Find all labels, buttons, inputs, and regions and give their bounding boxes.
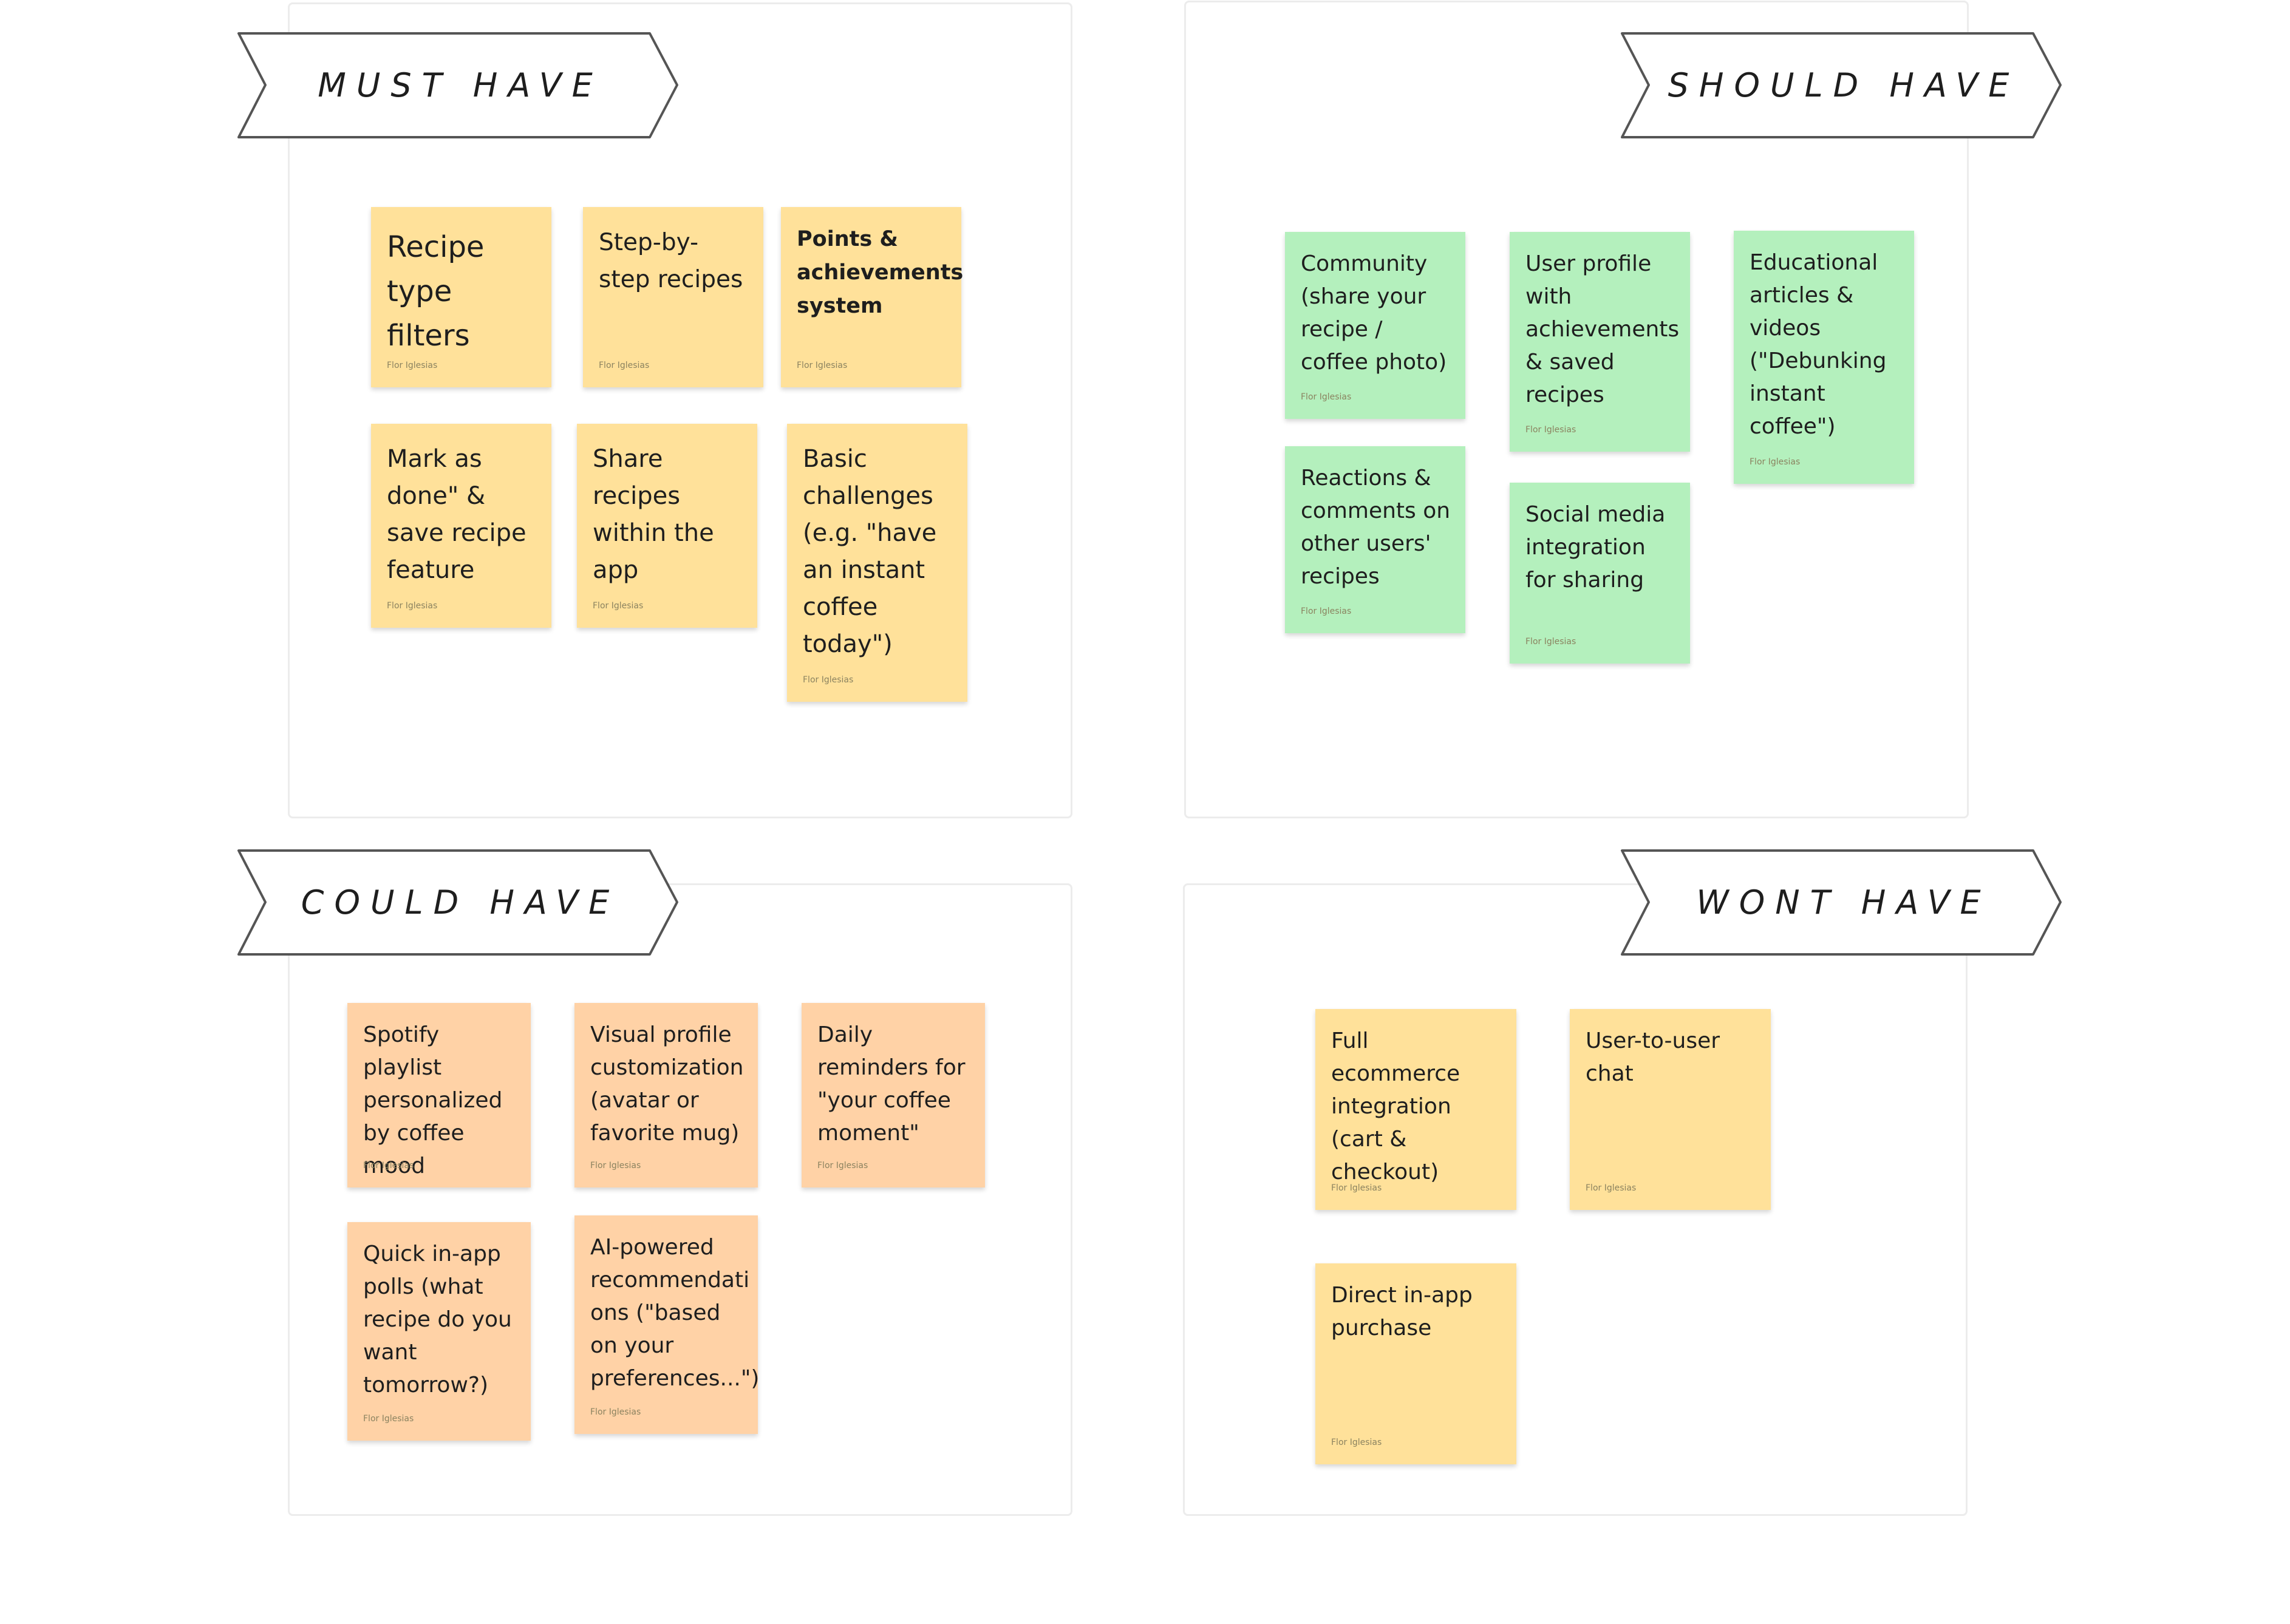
note-text: User-to-user chat [1586,1028,1720,1086]
note-text: Direct in-app purchase [1331,1283,1473,1340]
note-text: Step-by-step recipes [599,229,743,293]
banner-title: COULD HAVE [301,883,620,922]
sticky-note[interactable]: Direct in-app purchase Flor Iglesias [1315,1263,1516,1464]
sticky-note[interactable]: Visual profile customization (avatar or … [574,1003,758,1187]
note-author: Flor Iglesias [593,601,644,611]
sticky-note[interactable]: User profile with achievements & saved r… [1510,232,1690,452]
note-text: Visual profile customization (avatar or … [590,1022,744,1146]
note-text: User profile with achievements & saved r… [1525,251,1680,407]
note-text: Daily reminders for "your coffee moment" [817,1022,966,1146]
note-author: Flor Iglesias [1525,425,1576,435]
sticky-note[interactable]: Spotify playlist personalized by coffee … [347,1003,531,1187]
sticky-note[interactable]: Quick in-app polls (what recipe do you w… [347,1222,531,1441]
banner-title: MUST HAVE [318,66,603,104]
note-text: Recipe type filters [387,230,485,353]
banner-could-have[interactable]: COULD HAVE [237,849,684,956]
sticky-note[interactable]: Daily reminders for "your coffee moment"… [802,1003,985,1187]
note-author: Flor Iglesias [817,1161,868,1170]
note-text: Share recipes within the app [593,445,714,584]
note-author: Flor Iglesias [590,1161,641,1170]
note-text: Quick in-app polls (what recipe do you w… [363,1242,512,1398]
sticky-note[interactable]: Step-by-step recipes Flor Iglesias [583,207,763,387]
banner-arrow-shape [1621,32,2062,138]
note-author: Flor Iglesias [590,1407,641,1417]
note-text: Social media integration for sharing [1525,502,1666,593]
note-text: Full ecommerce integration (cart & check… [1331,1028,1460,1184]
note-text: Points & achievements system [797,227,964,318]
sticky-note[interactable]: Share recipes within the app Flor Iglesi… [577,424,757,628]
sticky-note[interactable]: Social media integration for sharing Flo… [1510,483,1690,664]
note-author: Flor Iglesias [1750,457,1801,467]
sticky-note[interactable]: Mark as done" & save recipe feature Flor… [371,424,551,628]
note-text: Basic challenges (e.g. "have an instant … [803,445,937,658]
note-text: Spotify playlist personalized by coffee … [363,1022,503,1178]
sticky-note[interactable]: Full ecommerce integration (cart & check… [1315,1009,1516,1210]
note-text: AI-powered recommendati ons ("based on y… [590,1235,760,1391]
note-author: Flor Iglesias [1301,392,1352,402]
note-author: Flor Iglesias [599,361,650,370]
banner-should-have[interactable]: SHOULD HAVE [1620,32,2067,139]
sticky-note[interactable]: Educational articles & videos ("Debunkin… [1734,231,1914,484]
banner-arrow-shape [237,849,678,956]
sticky-note[interactable]: AI-powered recommendati ons ("based on y… [574,1215,760,1434]
note-author: Flor Iglesias [1301,606,1352,616]
note-author: Flor Iglesias [387,601,438,611]
banner-wont-have[interactable]: WONT HAVE [1620,849,2067,956]
note-text: Reactions & comments on other users' rec… [1301,466,1451,589]
note-author: Flor Iglesias [363,1414,414,1424]
banner-arrow-shape [237,32,678,138]
sticky-note[interactable]: User-to-user chat Flor Iglesias [1570,1009,1771,1210]
sticky-note[interactable]: Basic challenges (e.g. "have an instant … [787,424,967,702]
banner-title: WONT HAVE [1696,883,1991,922]
banner-title: SHOULD HAVE [1668,66,2020,104]
note-text: Community (share your recipe / coffee ph… [1301,251,1447,375]
sticky-note[interactable]: Community (share your recipe / coffee ph… [1285,232,1465,419]
banner-must-have[interactable]: MUST HAVE [237,32,684,139]
note-author: Flor Iglesias [1331,1438,1382,1447]
note-author: Flor Iglesias [797,361,848,370]
sticky-note[interactable]: Points & achievements system Flor Iglesi… [781,207,964,387]
sticky-note[interactable]: Recipe type filters Flor Iglesias [371,207,551,387]
note-author: Flor Iglesias [363,1161,414,1170]
note-author: Flor Iglesias [1586,1183,1637,1193]
sticky-note[interactable]: Reactions & comments on other users' rec… [1285,446,1465,633]
note-author: Flor Iglesias [1525,637,1576,647]
note-text: Mark as done" & save recipe feature [387,445,526,584]
banner-arrow-shape [1621,849,2062,956]
note-author: Flor Iglesias [803,675,854,685]
note-author: Flor Iglesias [387,361,438,370]
note-author: Flor Iglesias [1331,1183,1382,1193]
note-text: Educational articles & videos ("Debunkin… [1750,250,1887,439]
